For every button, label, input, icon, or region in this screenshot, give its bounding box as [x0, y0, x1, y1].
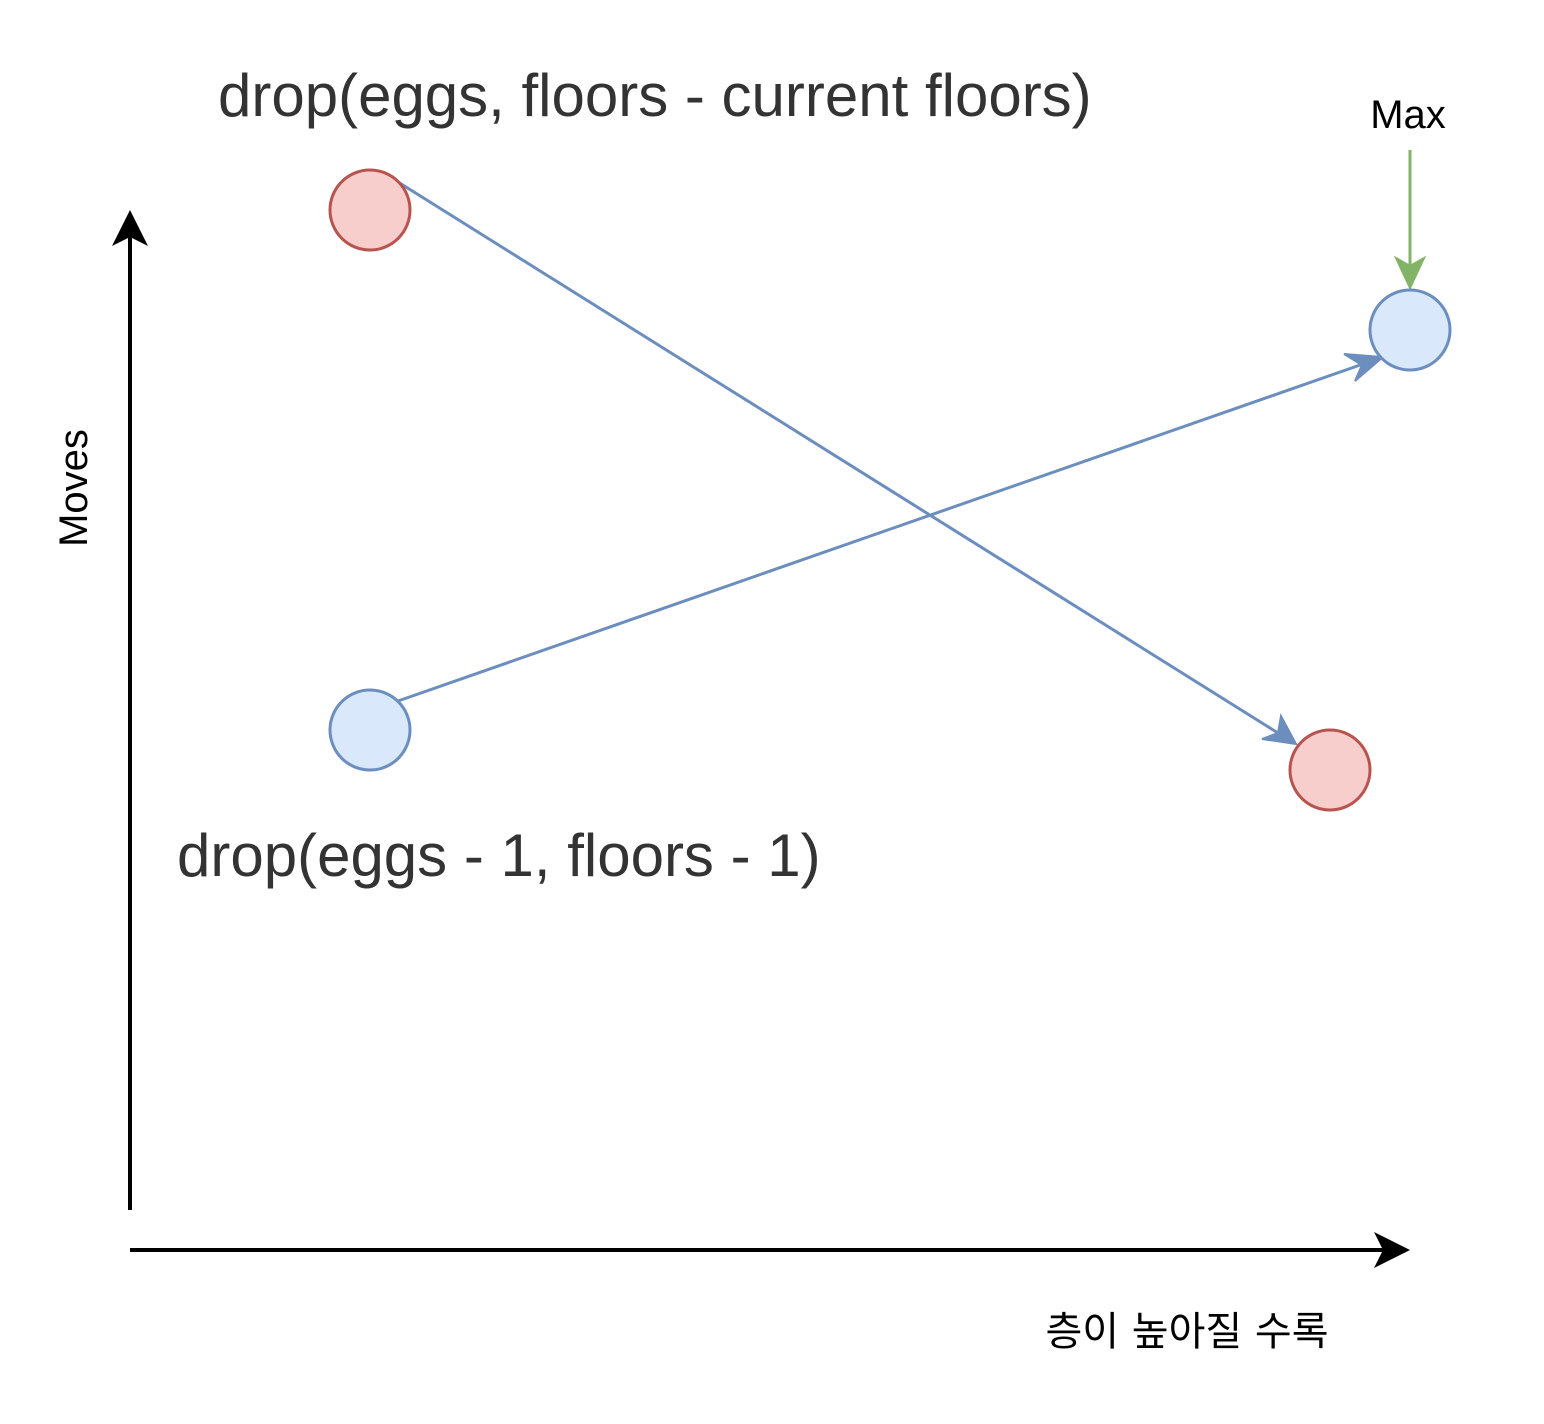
y-axis-label: Moves	[52, 429, 96, 547]
top-formula-label: drop(eggs, floors - current floors)	[218, 62, 1092, 129]
max-arrow	[1393, 150, 1427, 291]
decreasing-arrowhead	[1261, 712, 1298, 746]
y-axis-arrowhead	[112, 210, 148, 246]
blue-circle-bottom-left	[328, 688, 412, 772]
blue-circle-top-right	[1368, 288, 1452, 372]
x-axis-arrowhead	[1374, 1232, 1410, 1268]
x-axis	[130, 1232, 1410, 1268]
red-circle-top-left	[328, 168, 412, 252]
increasing-arrow	[397, 353, 1386, 703]
red-circle-bottom-right	[1288, 728, 1372, 812]
x-axis-label: 층이 높아질 수록	[1045, 1309, 1328, 1355]
decreasing-arrow	[397, 180, 1298, 746]
max-arrowhead	[1393, 255, 1427, 291]
bottom-formula-label: drop(eggs - 1, floors - 1)	[177, 822, 821, 889]
increasing-arrowhead	[1343, 353, 1386, 382]
max-label: Max	[1370, 93, 1446, 137]
y-axis	[112, 210, 148, 1210]
